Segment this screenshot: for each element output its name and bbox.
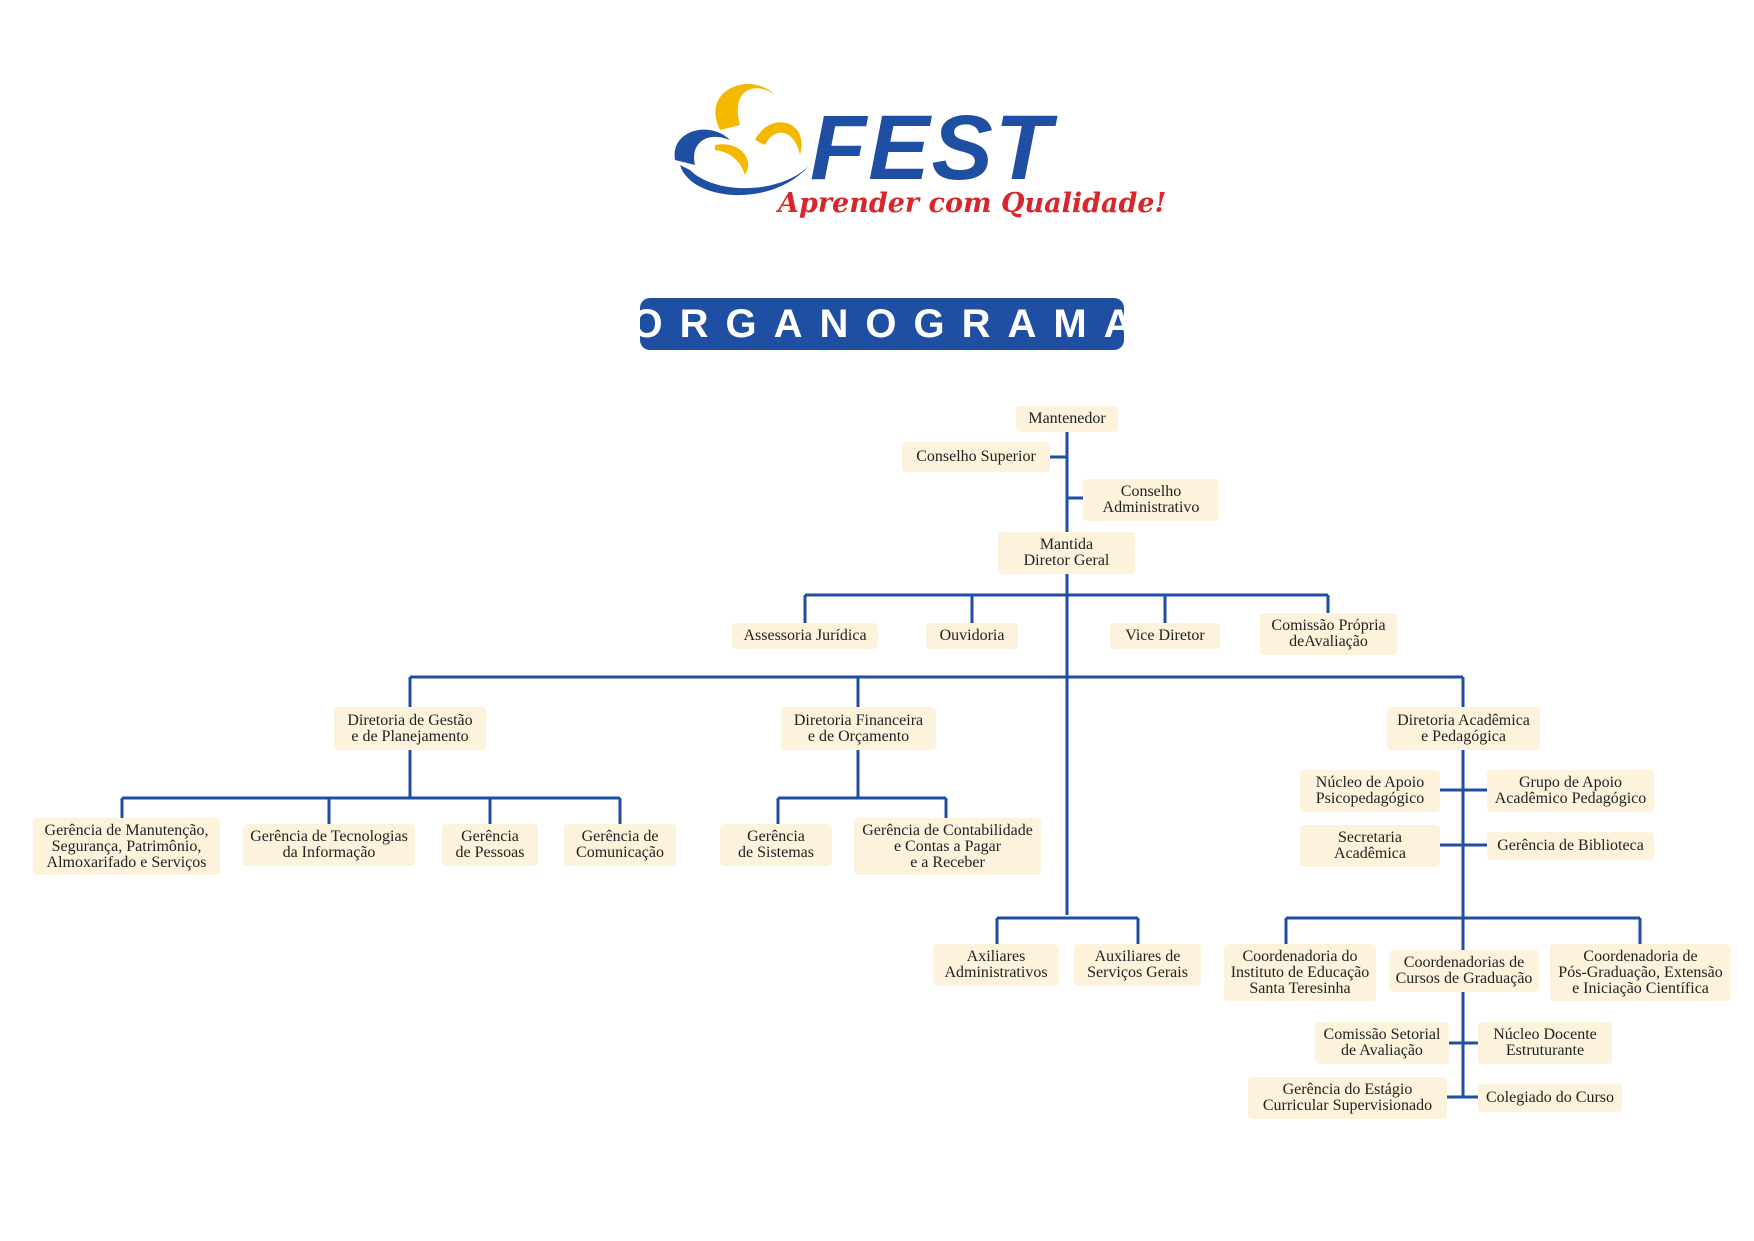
node-vice-diretor: Vice Diretor [1110,623,1220,649]
node-diretoria-gestao: Diretoria de Gestão e de Planejamento [334,707,486,750]
page-title-banner: ORGANOGRAMA [631,298,1133,350]
node-auxiliares-servicos: Auxiliares de Serviços Gerais [1074,944,1201,986]
node-gerencia-estagio: Gerência do Estágio Curricular Supervisi… [1248,1077,1447,1119]
node-conselho-administrativo: Conselho Administrativo [1083,479,1219,521]
page-title: ORGANOGRAMA [631,301,1150,346]
node-coord-graduacao: Coordenadorias de Cursos de Graduação [1389,950,1539,992]
node-gerencia-manutencao: Gerência de Manutenção, Segurança, Patri… [33,818,220,875]
node-gerencia-comunicacao: Gerência de Comunicação [564,824,676,866]
node-coord-pos: Coordenadoria de Pós-Graduação, Extensão… [1550,944,1731,1001]
node-comissao-setorial: Comissão Setorial de Avaliação [1315,1022,1449,1064]
node-diretoria-financeira: Diretoria Financeira e de Orçamento [781,707,936,750]
node-secretaria-academica: Secretaria Acadêmica [1300,825,1440,867]
fest-logo-swirl-icon [674,83,810,196]
node-diretoria-academica: Diretoria Acadêmica e Pedagógica [1387,707,1540,750]
node-gerencia-pessoas: Gerência de Pessoas [442,824,538,866]
node-mantida-diretor-geral: Mantida Diretor Geral [998,532,1135,574]
node-assessoria-juridica: Assessoria Jurídica [732,623,878,649]
node-coord-instituto: Coordenadoria do Instituto de Educação S… [1224,944,1376,1001]
node-nucleo-docente: Núcleo Docente Estruturante [1478,1022,1612,1064]
node-grupo-apoio: Grupo de Apoio Acadêmico Pedagógico [1487,770,1654,812]
node-auxiliares-administrativos: Axiliares Administrativos [933,944,1059,986]
logo-wordmark: FEST [810,97,1054,199]
node-comissao-propria: Comissão Própria deAvaliação [1260,613,1397,655]
node-ouvidoria: Ouvidoria [926,623,1018,649]
node-conselho-superior: Conselho Superior [902,442,1050,472]
node-gerencia-tecnologias: Gerência de Tecnologias da Informação [243,824,415,866]
logo-slogan: Aprender com Qualidade! [778,188,1167,219]
node-gerencia-biblioteca: Gerência de Biblioteca [1487,832,1654,860]
node-colegiado-curso: Colegiado do Curso [1478,1084,1622,1112]
node-mantenedor: Mantenedor [1016,406,1118,432]
node-gerencia-sistemas: Gerência de Sistemas [720,824,832,866]
node-gerencia-contabilidade: Gerência de Contabilidade e Contas a Pag… [854,818,1041,875]
node-nucleo-psicopedagogico: Núcleo de Apoio Psicopedagógico [1300,770,1440,812]
